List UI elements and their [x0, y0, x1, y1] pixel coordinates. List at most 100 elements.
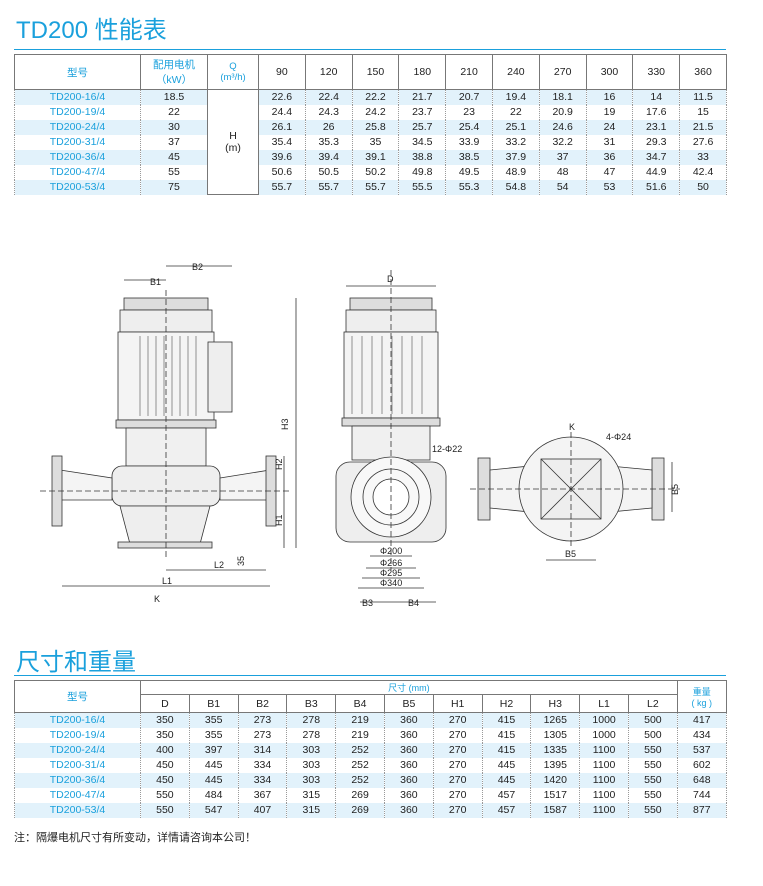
header-size: 尺寸 (mm) — [140, 680, 678, 695]
label-b2: B2 — [192, 262, 203, 272]
dimension-cell: 415 — [481, 742, 532, 758]
dimension-cell: 355 — [188, 712, 239, 728]
model-cell: TD200-31/4 — [14, 757, 141, 773]
performance-title: TD200 性能表 — [16, 17, 167, 44]
dimension-cell: 397 — [188, 742, 239, 758]
dimension-cell: 1517 — [530, 787, 581, 803]
head-cell: 48 — [538, 164, 587, 180]
dimension-cell: 252 — [335, 757, 385, 773]
dimension-cell: 278 — [286, 727, 337, 743]
header-dimension: B1 — [188, 694, 239, 713]
dimension-cell: 303 — [286, 757, 337, 773]
head-cell: 11.5 — [679, 89, 727, 105]
dimension-cell: 1100 — [579, 742, 629, 758]
head-cell: 24.3 — [304, 104, 353, 120]
head-cell: 53 — [585, 179, 634, 195]
head-cell: 54 — [538, 179, 587, 195]
dimension-cell: 278 — [286, 712, 337, 728]
front-view — [335, 270, 447, 603]
dimension-cell: 1100 — [579, 772, 629, 788]
header-model: 型号 — [14, 680, 141, 713]
head-unit-cell: H(m) — [207, 89, 259, 195]
head-cell: 24 — [585, 119, 634, 135]
label-d200: Φ200 — [380, 546, 402, 556]
head-cell: 23.7 — [398, 104, 447, 120]
dimension-cell: 445 — [481, 757, 532, 773]
head-cell: 39.4 — [304, 149, 353, 165]
head-cell: 17.6 — [632, 104, 681, 120]
dimension-cell: 450 — [140, 757, 190, 773]
dimension-cell: 1335 — [530, 742, 581, 758]
dimension-cell: 1395 — [530, 757, 581, 773]
label-d295: Φ295 — [380, 568, 402, 578]
dimension-cell: 315 — [286, 787, 337, 803]
header-dimension: B2 — [237, 694, 288, 713]
label-b5: B5 — [565, 549, 576, 559]
header-weight: 重量 ( kg ) — [676, 680, 727, 713]
dimension-cell: 457 — [481, 787, 532, 803]
label-h2: H2 — [274, 458, 284, 470]
head-cell: 44.9 — [632, 164, 681, 180]
head-cell: 25.8 — [351, 119, 400, 135]
head-cell: 35.3 — [304, 134, 353, 150]
dimension-cell: 450 — [140, 772, 190, 788]
head-cell: 55.3 — [445, 179, 493, 195]
dimension-cell: 334 — [237, 757, 288, 773]
label-b5-side: B5 — [670, 484, 680, 495]
dimension-cell: 550 — [627, 742, 678, 758]
header-dimension: B4 — [335, 694, 385, 713]
header-dimension: D — [140, 694, 190, 713]
dimension-cell: 315 — [286, 802, 337, 818]
head-cell: 19 — [585, 104, 634, 120]
dimension-cell: 367 — [237, 787, 288, 803]
header-flow-value: 180 — [398, 54, 447, 90]
head-cell: 18.1 — [538, 89, 587, 105]
footnote: 注：隔爆电机尺寸有所变动，详情请咨询本公司！ — [14, 832, 256, 844]
weight-cell: 877 — [676, 802, 727, 818]
header-flow-line2: (m³/h) — [220, 72, 246, 83]
dimension-cell: 407 — [237, 802, 288, 818]
motor-cell: 18.5 — [140, 89, 208, 105]
dimension-cell: 1587 — [530, 802, 581, 818]
weight-cell: 744 — [676, 787, 727, 803]
head-cell: 15 — [679, 104, 727, 120]
dimension-cell: 219 — [335, 712, 385, 728]
dimension-cell: 547 — [188, 802, 239, 818]
head-cell: 38.5 — [445, 149, 493, 165]
head-cell: 38.8 — [398, 149, 447, 165]
dimension-cell: 219 — [335, 727, 385, 743]
weight-cell: 602 — [676, 757, 727, 773]
dimension-cell: 1420 — [530, 772, 581, 788]
dimension-cell: 252 — [335, 742, 385, 758]
dimension-cell: 270 — [432, 727, 483, 743]
header-flow-value: 240 — [491, 54, 540, 90]
label-h1: H1 — [274, 514, 284, 526]
label-k2: K — [569, 422, 575, 432]
model-cell: TD200-47/4 — [14, 787, 141, 803]
dimension-drawing: B1 B2 H3 H2 H1 L1 L2 K 35 D 12-Φ22 Φ200 … — [40, 262, 680, 608]
header-dimension: L1 — [579, 694, 629, 713]
dimension-cell: 314 — [237, 742, 288, 758]
head-cell: 26 — [304, 119, 353, 135]
label-h3: H3 — [280, 418, 290, 430]
dimension-cell: 415 — [481, 727, 532, 743]
head-cell: 27.6 — [679, 134, 727, 150]
title-rule — [14, 49, 726, 50]
dimension-cell: 270 — [432, 712, 483, 728]
performance-table: 型号 配用电机 （kW） Q (m³/h) 90 120 150 180 210… — [14, 54, 727, 195]
dimension-cell: 360 — [383, 757, 434, 773]
head-cell: 35 — [351, 134, 400, 150]
dimension-cell: 400 — [140, 742, 190, 758]
dimension-cell: 303 — [286, 742, 337, 758]
dimension-cell: 270 — [432, 757, 483, 773]
